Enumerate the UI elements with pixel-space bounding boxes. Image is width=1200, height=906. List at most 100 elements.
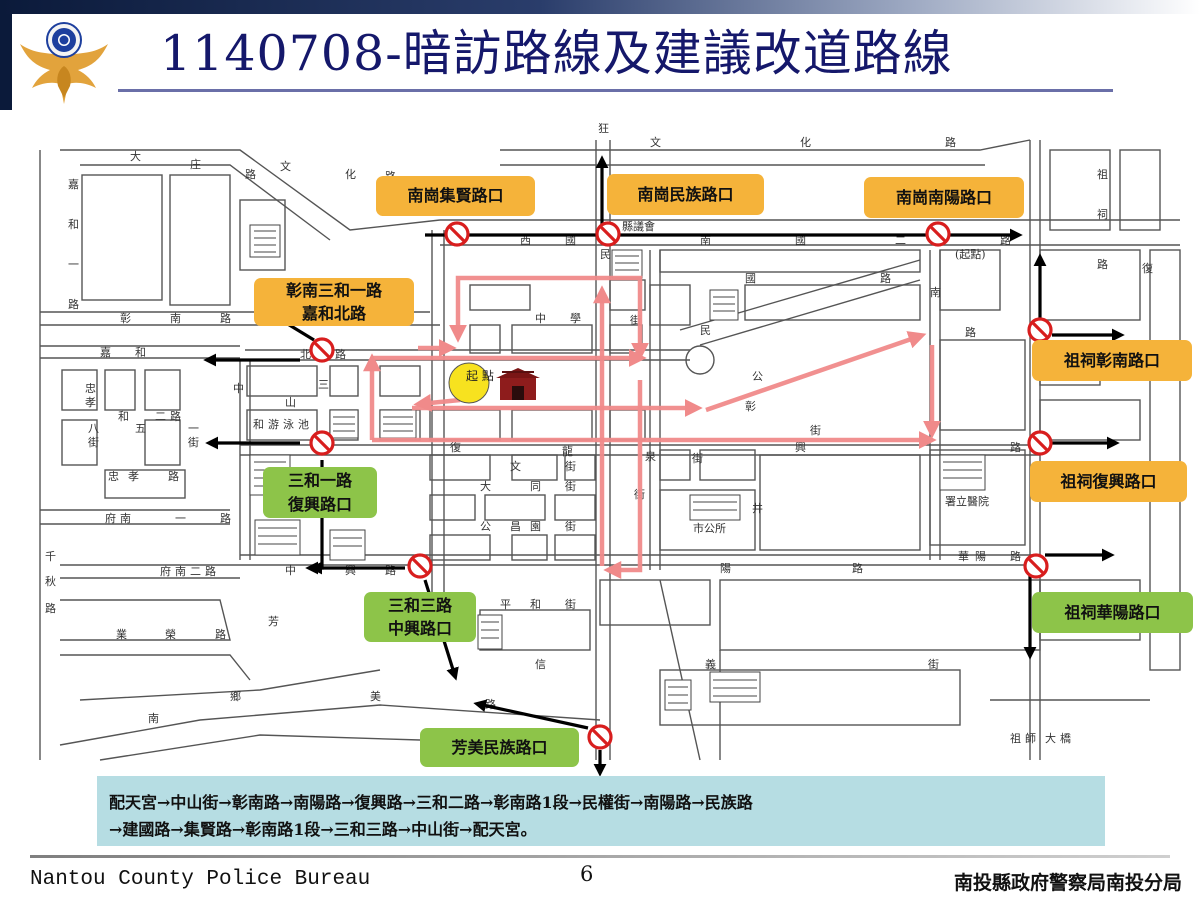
street-label: 彰: [745, 399, 756, 413]
street-label: 路: [170, 410, 181, 423]
street-label: 和: [68, 218, 79, 231]
no-entry-icon: [925, 221, 951, 247]
label-nangang-nanyang: 南崗南陽路口: [864, 177, 1024, 218]
no-entry-icon: [444, 221, 470, 247]
street-label: 義: [705, 657, 716, 671]
street-label: 南: [700, 234, 711, 247]
page-title: 1140708-暗訪路線及建議改道路線: [160, 25, 953, 82]
street-label: 街: [88, 435, 99, 449]
street-label: 二: [155, 410, 166, 423]
street-label: 街: [565, 479, 576, 493]
street-label: 業: [116, 628, 127, 641]
building-icon: [689, 494, 741, 521]
street-label: 國: [565, 234, 576, 247]
street-label: 忠: [108, 470, 119, 483]
street-label: 橋: [1060, 731, 1071, 745]
street-label: 中: [535, 312, 546, 325]
street-label: 文: [510, 459, 521, 473]
street-label: 彰: [120, 311, 131, 325]
patrol-route: [363, 275, 941, 579]
street-label: 嘉: [100, 345, 111, 359]
street-label: 復: [450, 441, 461, 454]
street-label: 祖: [1010, 731, 1021, 745]
label-zuci-zhangnan: 祖祠彰南路口: [1032, 340, 1192, 381]
street-label: 府: [105, 511, 116, 525]
street-label: 民: [700, 324, 711, 337]
street-label: 鄉: [230, 690, 241, 703]
street-label: 化: [345, 167, 356, 181]
street-label: 街: [692, 451, 703, 465]
street-label: 大: [1045, 731, 1056, 745]
street-label: 泳: [283, 417, 294, 431]
start-marker-label: 起 點: [466, 369, 494, 383]
street-label: 泉: [645, 449, 656, 463]
street-label: 路: [168, 470, 179, 483]
street-label: (起點): [955, 248, 986, 261]
street-label: 北: [300, 348, 311, 361]
building-icon: [939, 454, 986, 491]
street-label: 文: [650, 135, 661, 149]
police-emblem-icon: [20, 22, 108, 104]
street-label: 縣議會: [622, 219, 655, 233]
label-zhangnan-sanhe: 彰南三和一路 嘉和北路: [254, 278, 414, 326]
street-label: 文: [280, 159, 291, 173]
street-label: 孝: [85, 396, 96, 409]
street-label: 孝: [128, 470, 139, 483]
street-label: 國: [745, 272, 756, 285]
street-label: 路: [880, 272, 891, 285]
street-label: 路: [852, 562, 863, 575]
street-label: 大: [130, 149, 141, 163]
street-label: 國: [795, 234, 806, 247]
street-label: 路: [1097, 258, 1108, 271]
street-label: 忠: [85, 382, 96, 395]
street-label: 園: [530, 520, 541, 533]
no-entry-icon: [595, 221, 621, 247]
street-label: 一: [175, 512, 186, 525]
street-label: 秋: [45, 574, 56, 588]
label-zuci-fuxing: 祖祠復興路口: [1030, 461, 1187, 502]
label-fangmei-minzu: 芳美民族路口: [420, 728, 579, 767]
street-label: 平: [500, 598, 511, 611]
street-label: 路: [385, 564, 396, 577]
street-label: 芳: [268, 614, 279, 628]
street-label: 陽: [975, 550, 986, 563]
route-description-box: 配天宮→中山街→彰南路→南陽路→復興路→三和二路→彰南路1段→民權街→南陽路→民…: [97, 776, 1105, 846]
no-entry-icon: [587, 724, 613, 750]
route-description-line1: 配天宮→中山街→彰南路→南陽路→復興路→三和二路→彰南路1段→民權街→南陽路→民…: [109, 793, 753, 812]
street-label: 興: [795, 441, 806, 454]
street-label: 嘉: [68, 177, 79, 191]
street-label: 路: [335, 348, 346, 361]
street-label: 和: [118, 410, 129, 423]
label-nangang-jixian: 南崗集賢路口: [376, 176, 535, 216]
building-icon: [329, 529, 366, 561]
label-sanhe-zhongxing: 三和三路 中興路口: [364, 592, 476, 642]
building-icon: [611, 249, 643, 279]
street-label: 公: [752, 370, 763, 383]
street-label: 府: [160, 564, 171, 578]
no-entry-icon: [407, 553, 433, 579]
street-label: 公: [480, 520, 491, 533]
street-label: 街: [565, 519, 576, 533]
no-entry-icon: [309, 337, 335, 363]
street-label: 和: [253, 418, 264, 431]
page-number: 6: [580, 862, 594, 886]
street-label: 興: [345, 564, 356, 577]
footer-org-chinese: 南投縣政府警察局南投分局: [953, 872, 1182, 894]
street-label: 中: [233, 382, 244, 395]
no-entry-icon: [1027, 317, 1053, 343]
street-label: 民: [600, 248, 611, 261]
street-label: 二: [190, 565, 201, 578]
street-label: 南: [170, 312, 181, 325]
street-label: 路: [215, 628, 226, 641]
street-label: 南: [175, 565, 186, 578]
title-divider: [118, 89, 1113, 92]
street-label: 路: [220, 312, 231, 325]
street-label: 化: [800, 135, 811, 149]
temple-icon: [496, 368, 540, 400]
building-icon: [254, 519, 301, 556]
building-icon: [249, 224, 281, 258]
street-label: 路: [1010, 441, 1021, 454]
street-label: 一: [188, 422, 199, 435]
street-label: 狂: [598, 122, 609, 135]
street-label: 路: [965, 326, 976, 339]
